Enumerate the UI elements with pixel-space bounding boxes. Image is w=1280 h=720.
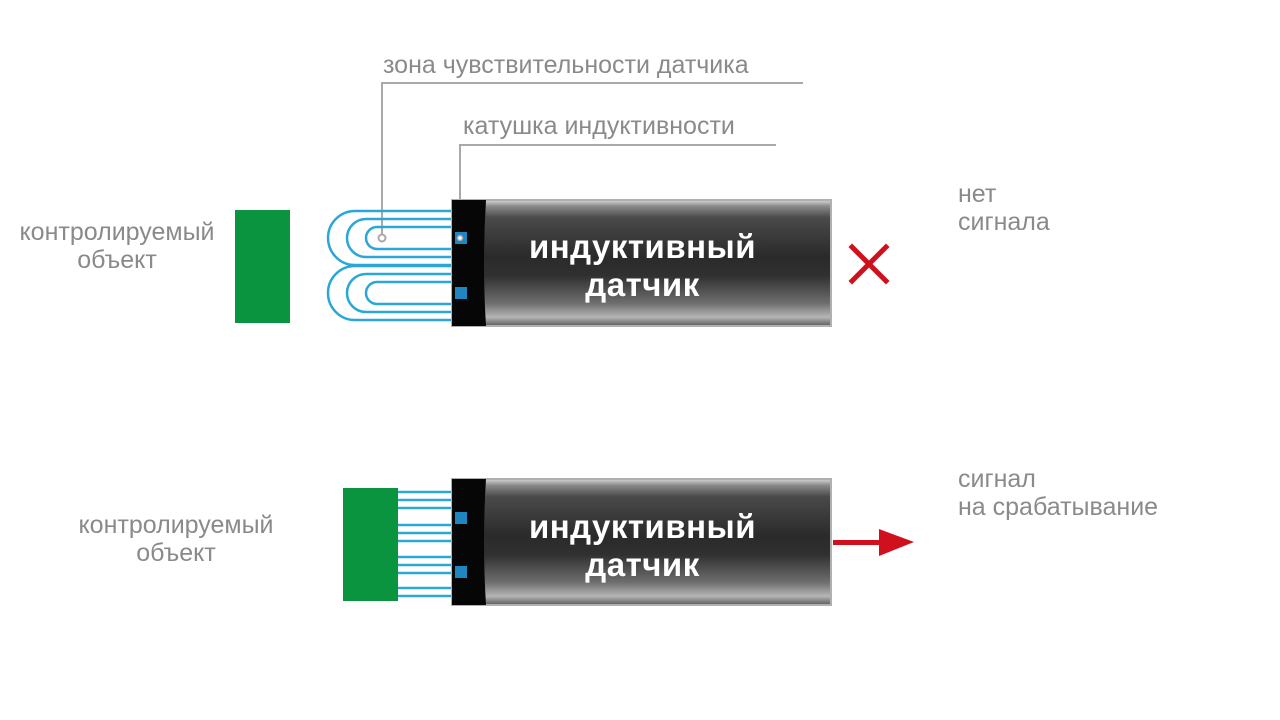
controlled-object-bottom [343, 488, 398, 601]
status-label-top-line1: нет [958, 180, 997, 208]
sensor-label-bottom: индуктивный датчик [490, 508, 795, 584]
signal-arrow-icon [833, 529, 914, 556]
no-signal-cross-icon [848, 243, 890, 285]
coil-square-top-2 [455, 287, 467, 299]
object-label-bottom-line2: объект [136, 539, 216, 567]
sensor-label-bottom-line2: датчик [585, 546, 700, 583]
sensitivity-zone-field [326, 209, 452, 322]
object-label-top-line2: объект [77, 246, 157, 274]
status-label-top-line2: сигнала [958, 208, 1050, 236]
object-label-top: контролируемый объект [2, 218, 232, 274]
compressed-field-lines [398, 490, 452, 598]
status-label-bottom-line1: сигнал [958, 465, 1036, 493]
status-label-bottom-line2: на срабатывание [958, 493, 1159, 521]
status-label-top: нет сигнала [958, 180, 1050, 236]
sensor-label-top-line2: датчик [585, 266, 700, 303]
inductive-sensor-bottom [451, 478, 832, 606]
object-label-top-line1: контролируемый [19, 218, 215, 246]
inductive-sensor-top [451, 199, 832, 327]
controlled-object-top [235, 210, 290, 323]
object-label-bottom-line1: контролируемый [78, 511, 274, 539]
sensor-label-bottom-line1: индуктивный [528, 508, 757, 545]
coil-square-bottom-1 [455, 512, 467, 524]
status-label-bottom: сигнал на срабатывание [958, 465, 1158, 521]
coil-square-bottom-2 [455, 566, 467, 578]
object-label-bottom: контролируемый объект [61, 511, 291, 567]
coil-label: катушка индуктивности [463, 112, 735, 140]
zone-label: зона чувствительности датчика [383, 51, 749, 79]
zone-leader-line [377, 82, 803, 243]
sensor-label-top: индуктивный датчик [490, 228, 795, 304]
sensor-label-top-line1: индуктивный [528, 228, 757, 265]
